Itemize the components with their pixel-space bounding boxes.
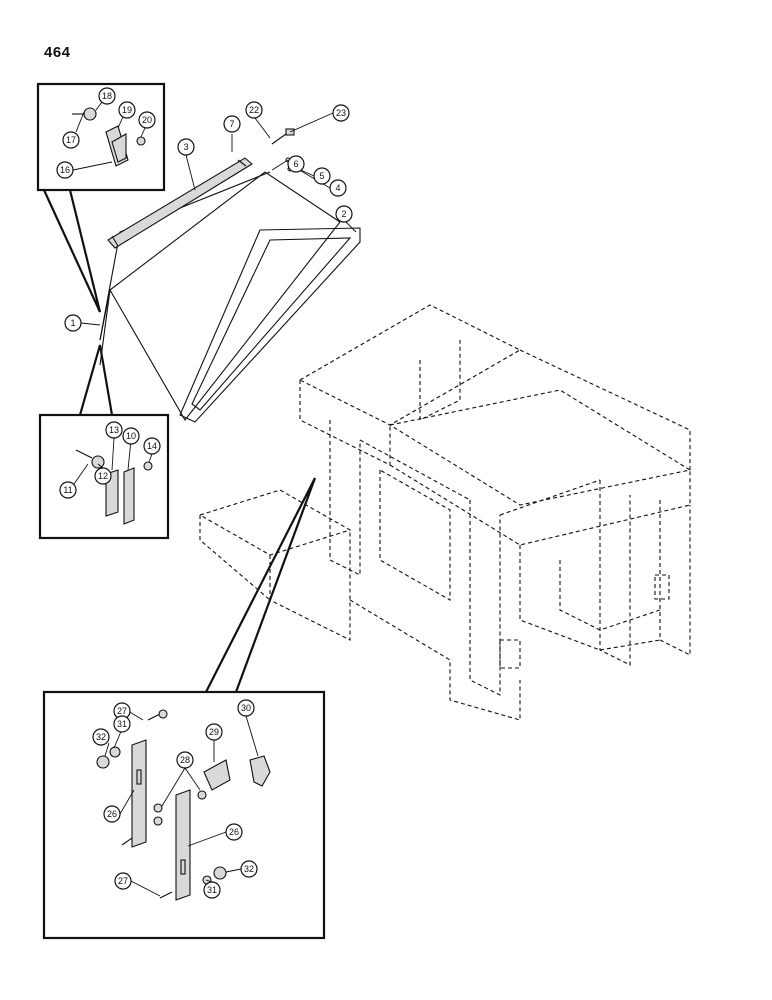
- svg-text:28: 28: [180, 755, 190, 765]
- svg-text:4: 4: [335, 183, 340, 193]
- svg-text:1: 1: [70, 318, 75, 328]
- top-inset-parts: [72, 107, 146, 167]
- roof-panel: [99, 171, 341, 421]
- svg-text:3: 3: [183, 142, 188, 152]
- callout-27-lower: 27: [114, 872, 132, 890]
- svg-text:13: 13: [109, 425, 119, 435]
- callout-4: 4: [329, 179, 347, 197]
- callout-28: 28: [176, 751, 194, 769]
- svg-text:26: 26: [107, 809, 117, 819]
- svg-text:17: 17: [66, 135, 76, 145]
- svg-text:6: 6: [293, 159, 298, 169]
- callout-32-upper: 32: [92, 728, 110, 746]
- svg-text:27: 27: [117, 706, 127, 716]
- callout-6: 6: [287, 155, 305, 173]
- svg-text:19: 19: [122, 105, 132, 115]
- svg-text:26: 26: [229, 827, 239, 837]
- svg-text:5: 5: [319, 171, 324, 181]
- callout-11: 11: [59, 481, 77, 499]
- svg-text:10: 10: [126, 431, 136, 441]
- svg-text:30: 30: [241, 703, 251, 713]
- callout-29: 29: [205, 723, 223, 741]
- svg-text:32: 32: [96, 732, 106, 742]
- cab-frame: [198, 304, 692, 721]
- callout-23: 23: [332, 104, 350, 122]
- svg-text:16: 16: [60, 165, 70, 175]
- svg-text:2: 2: [341, 209, 346, 219]
- svg-text:11: 11: [63, 485, 72, 495]
- callout-32-lower: 32: [240, 860, 258, 878]
- middle-inset-parts: [75, 449, 153, 525]
- svg-text:12: 12: [98, 471, 108, 481]
- callout-2: 2: [335, 205, 353, 223]
- bottom-inset-parts: [96, 709, 271, 901]
- callout-31-upper: 31: [113, 715, 131, 733]
- svg-text:7: 7: [229, 119, 234, 129]
- svg-text:22: 22: [249, 105, 259, 115]
- callout-5: 5: [313, 167, 331, 185]
- seal-frame: [179, 227, 361, 423]
- callout-20: 20: [138, 111, 156, 129]
- svg-text:29: 29: [209, 727, 219, 737]
- callout-1: 1: [64, 314, 82, 332]
- callout-17: 17: [62, 131, 80, 149]
- leader-lines: [72, 101, 357, 897]
- callout-19: 19: [118, 101, 136, 119]
- callout-12: 12: [94, 467, 112, 485]
- callout-10: 10: [122, 427, 140, 445]
- callout-16: 16: [56, 161, 74, 179]
- svg-text:18: 18: [102, 91, 112, 101]
- svg-text:23: 23: [336, 108, 346, 118]
- callout-14: 14: [143, 437, 161, 455]
- callout-26-upper: 26: [103, 805, 121, 823]
- top-rail: [107, 157, 253, 249]
- callout-31-lower: 31: [203, 881, 221, 899]
- svg-text:20: 20: [142, 115, 152, 125]
- callout-18: 18: [98, 87, 116, 105]
- svg-text:32: 32: [244, 864, 254, 874]
- svg-text:31: 31: [207, 885, 217, 895]
- svg-text:27: 27: [118, 876, 128, 886]
- callout-26-lower: 26: [225, 823, 243, 841]
- svg-text:31: 31: [117, 719, 127, 729]
- callout-13: 13: [105, 421, 123, 439]
- page-number: 464: [44, 44, 71, 61]
- callout-3: 3: [177, 138, 195, 156]
- callout-22: 22: [245, 101, 263, 119]
- callout-7: 7: [223, 115, 241, 133]
- svg-text:14: 14: [147, 441, 157, 451]
- callout-30: 30: [237, 699, 255, 717]
